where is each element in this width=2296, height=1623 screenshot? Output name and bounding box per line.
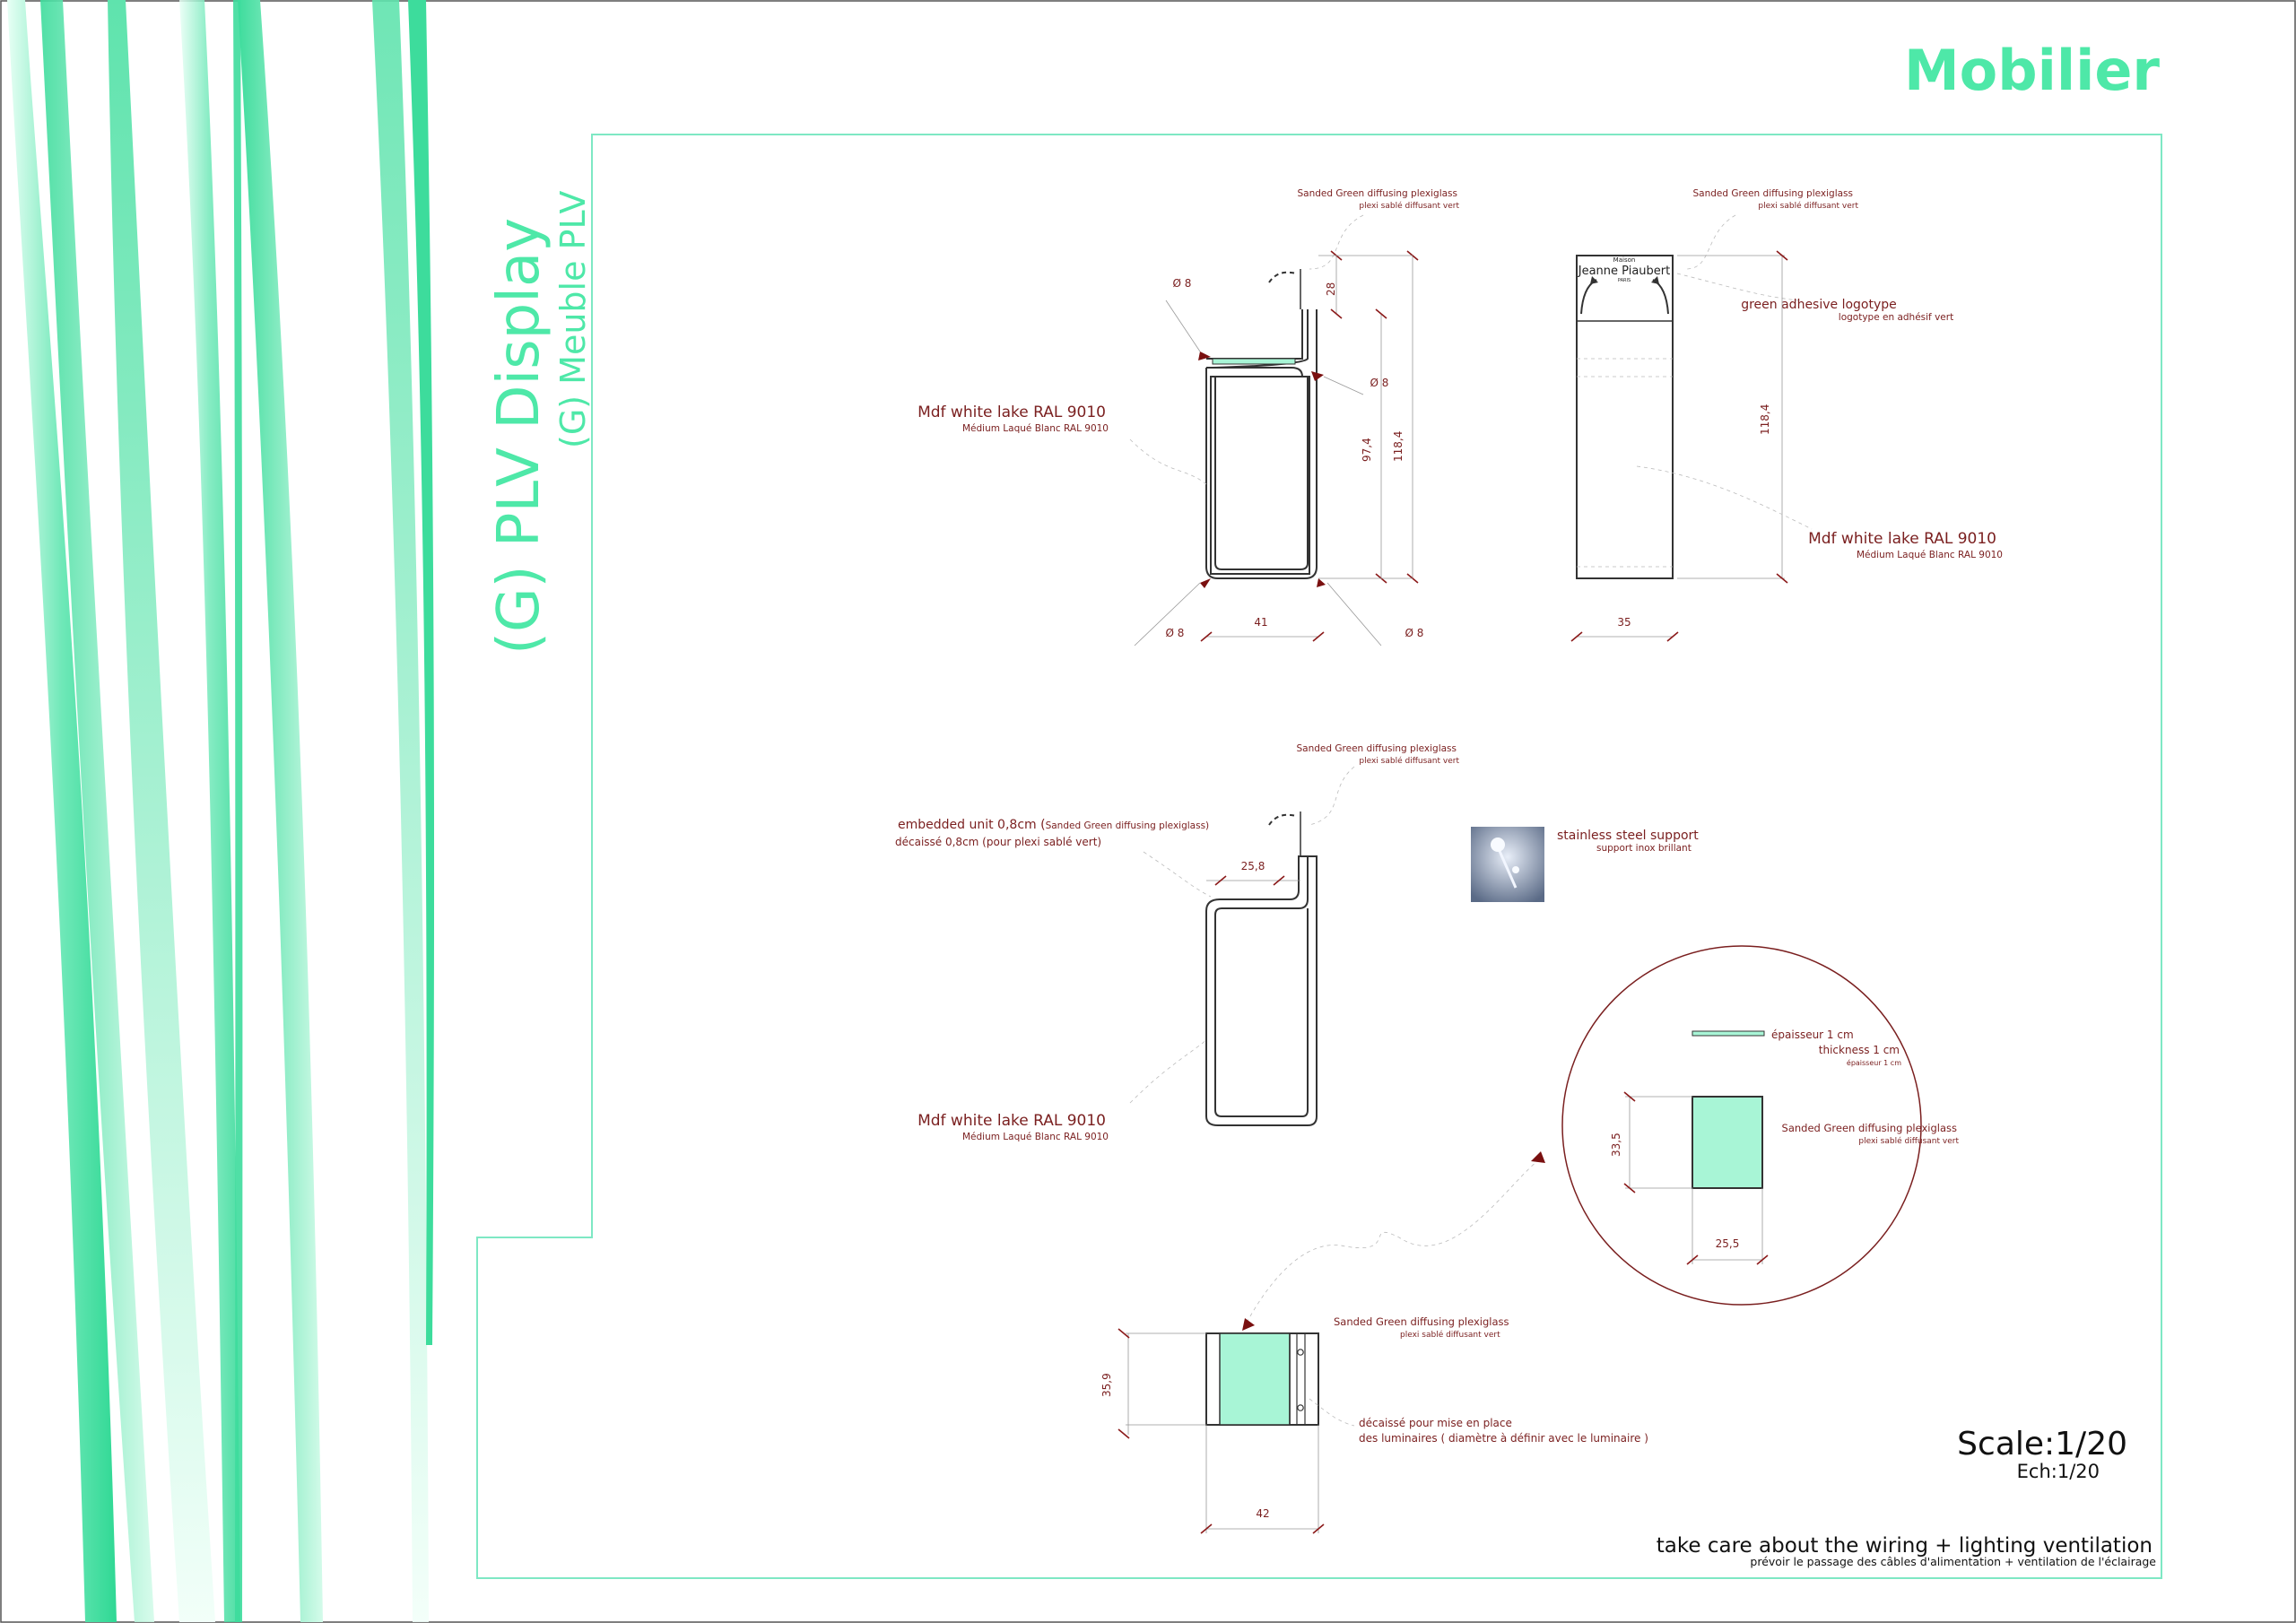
brand-logo-icon: Maison Jeanne Piaubert PARIS [1578,256,1670,315]
glass-label-fr: plexi sablé diffusant vert [1858,1136,1959,1146]
logo-brand-text: Jeanne Piaubert [1578,265,1670,278]
display-body [1576,255,1674,579]
page-title: Mobilier [1904,38,2160,103]
embedded-label-en: embedded unit 0,8cm (Sanded Green diffus… [898,818,1209,832]
section-view: Sanded Green diffusing plexiglass plexi … [895,743,1699,1142]
glass-label-fr: plexi sablé diffusant vert [1359,201,1459,211]
dim-diameter: Ø 8 [1166,627,1185,639]
mdf-label-en: Mdf white lake RAL 9010 [1808,530,1996,548]
dim-width-42: 42 [1256,1507,1269,1520]
mdf-label-fr: Médium Laqué Blanc RAL 9010 [962,1132,1109,1142]
dim-diameter: Ø 8 [1370,377,1389,389]
support-photo-icon [1471,827,1544,902]
glass-label-en: Sanded Green diffusing plexiglass [1782,1122,1957,1134]
drawing-frame [476,134,2162,1579]
wiring-note-fr: prévoir le passage des câbles d'alimenta… [1750,1555,2156,1568]
glass-label-fr: plexi sablé diffusant vert [1400,1330,1500,1340]
front-elevation-view: Sanded Green diffusing plexiglass plexi … [1570,188,2003,642]
plexi-block [1692,1096,1763,1189]
support-label-en: stainless steel support [1557,829,1699,843]
dim-height-28: 28 [1325,282,1337,296]
dim-height-118: 118,4 [1759,404,1771,435]
dim-width-255: 25,5 [1716,1237,1740,1250]
plexi-panel [1212,358,1296,365]
dim-diameter: Ø 8 [1405,627,1424,639]
plan-view: Sanded Green diffusing plexiglass plexi … [1100,1315,1648,1534]
side-elevation-view: Sanded Green diffusing plexiglass plexi … [918,188,1459,647]
logo-label-en: green adhesive logotype [1741,298,1897,312]
dim-diameter: Ø 8 [1173,277,1192,290]
dim-height-335: 33,5 [1610,1133,1622,1157]
glass-label-en: Sanded Green diffusing plexiglass [1297,743,1457,754]
glass-label-en: Sanded Green diffusing plexiglass [1334,1315,1509,1328]
plexi-thickness-sample [1692,1030,1765,1037]
dim-width-41: 41 [1254,616,1267,629]
glass-label-fr: plexi sablé diffusant vert [1359,756,1459,766]
detail-circle: épaisseur 1 cm thickness 1 cm épaisseur … [1561,945,1959,1306]
embedded-label-fr: décaissé 0,8cm (pour plexi sablé vert) [895,836,1101,848]
logo-label-fr: logotype en adhésif vert [1839,312,1953,323]
dim-width-35: 35 [1617,616,1631,629]
glass-label-en: Sanded Green diffusing plexiglass [1693,188,1853,199]
glass-label-en: Sanded Green diffusing plexiglass [1298,188,1457,199]
mdf-label-en: Mdf white lake RAL 9010 [918,404,1106,421]
vertical-title: (G) PLV Display [486,218,552,655]
support-label-fr: support inox brillant [1596,843,1692,854]
epaisseur-small-label: épaisseur 1 cm [1847,1058,1901,1067]
wiring-note-en: take care about the wiring + lighting ve… [1657,1534,2152,1558]
ech-label: Ech:1/20 [2017,1461,2100,1482]
dim-height-97: 97,4 [1361,438,1373,462]
glass-label-fr: plexi sablé diffusant vert [1758,201,1858,211]
dim-height-118: 118,4 [1392,431,1405,462]
dim-height-359: 35,9 [1100,1373,1113,1397]
mdf-label-fr: Médium Laqué Blanc RAL 9010 [962,423,1109,434]
mdf-label-fr: Médium Laqué Blanc RAL 9010 [1857,550,2003,560]
detail-callout-line [1246,1156,1544,1324]
scale-label: Scale:1/20 [1957,1426,2127,1462]
recess-label-line2: des luminaires ( diamètre à définir avec… [1359,1432,1648,1445]
thickness-label: thickness 1 cm [1819,1044,1900,1056]
plexi-panel [1219,1332,1291,1426]
vertical-subtitle: (G) Meuble PLV [553,191,593,448]
grass-blade-decoration [7,0,435,1622]
recess-label-line1: décaissé pour mise en place [1359,1417,1512,1429]
epaisseur-label: épaisseur 1 cm [1771,1028,1854,1041]
logo-small-text: Maison [1613,256,1636,264]
mdf-label-en: Mdf white lake RAL 9010 [918,1112,1106,1130]
logo-city-text: PARIS [1618,278,1631,283]
dim-width-258: 25,8 [1241,860,1265,872]
